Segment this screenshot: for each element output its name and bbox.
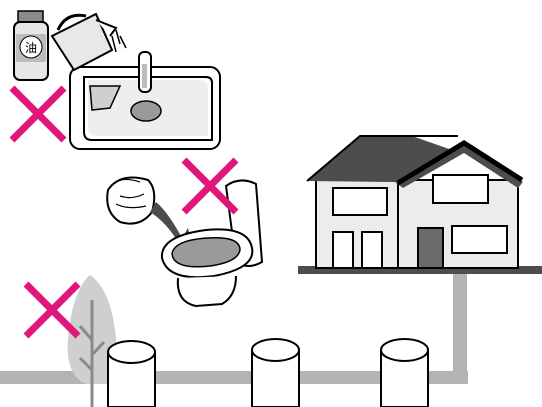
cross-mark-icon	[181, 157, 239, 215]
manhole-icon	[251, 338, 300, 407]
oil-bottle-icon: 油	[13, 10, 49, 81]
tree-icon	[67, 275, 117, 407]
cross-mark-icon	[9, 85, 67, 143]
toilet-icon	[160, 179, 264, 308]
kettle-icon	[50, 12, 127, 72]
sink-icon	[69, 51, 221, 150]
manhole-icon	[107, 340, 156, 407]
oil-bottle-label: 油	[25, 41, 37, 55]
house-icon	[298, 135, 542, 274]
manhole-icon	[380, 338, 429, 407]
cross-mark-icon	[23, 281, 81, 339]
